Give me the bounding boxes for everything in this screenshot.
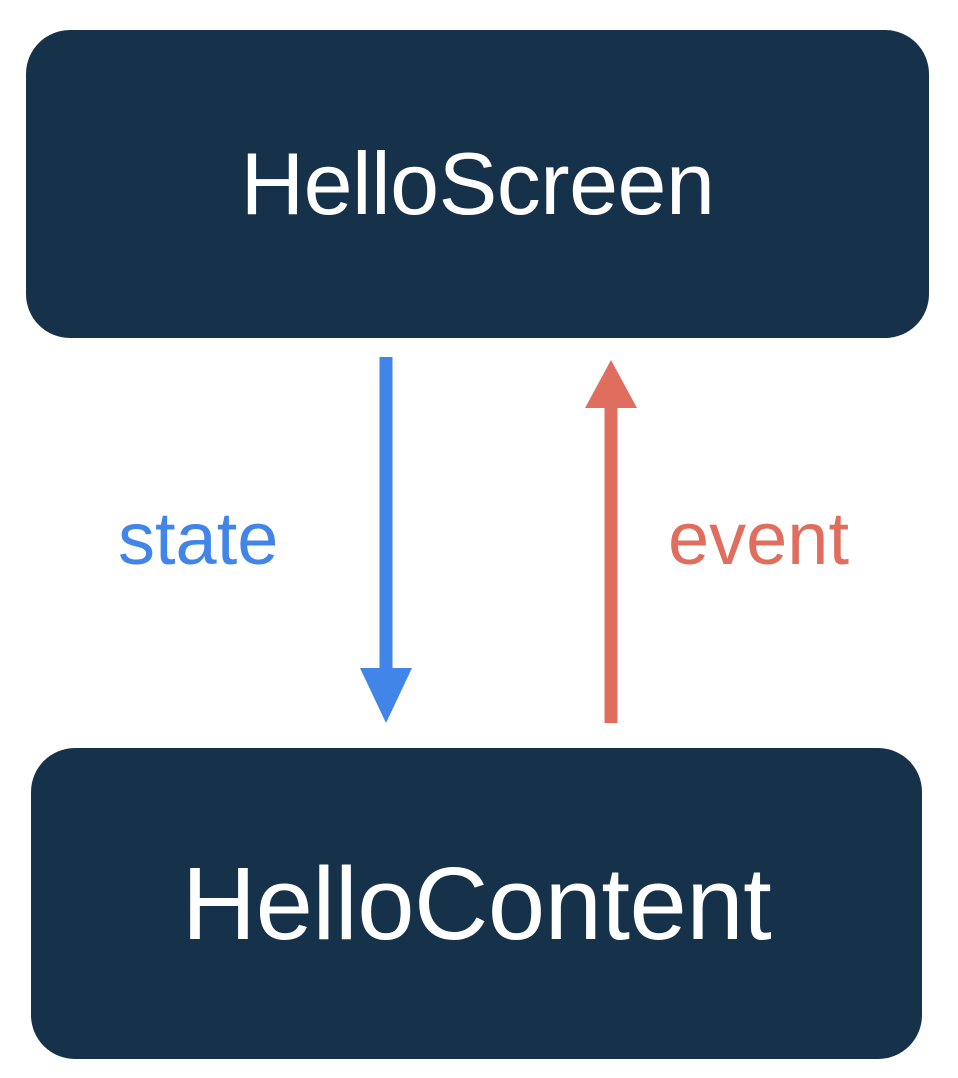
node-hello-content-label: HelloContent — [181, 846, 772, 961]
node-hello-content[interactable]: HelloContent — [31, 748, 922, 1059]
node-hello-screen[interactable]: HelloScreen — [26, 30, 929, 338]
node-hello-screen-label: HelloScreen — [240, 134, 715, 233]
edge-state-arrow — [360, 357, 412, 723]
edge-label-event: event — [668, 497, 850, 580]
edge-event-arrow — [585, 360, 637, 723]
edge-label-state: state — [118, 497, 279, 580]
